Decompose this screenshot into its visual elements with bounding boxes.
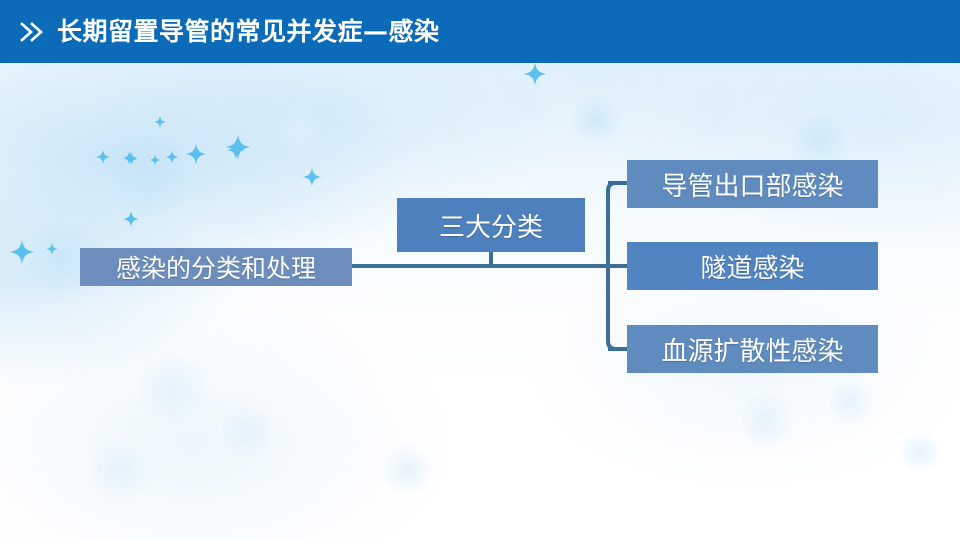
diagram-node-leaf-tunnel-infection[interactable]: 隧道感染 [627,242,878,290]
diagram-node-root[interactable]: 感染的分类和处理 [80,248,352,286]
page-title: 长期留置导管的常见并发症—感染 [57,17,440,46]
diagram-node-leaf-exit-site-infection[interactable]: 导管出口部感染 [627,160,878,208]
slide-header: 长期留置导管的常见并发症—感染 [0,0,960,63]
diagram-node-leaf-bloodstream-infection[interactable]: 血源扩散性感染 [627,325,878,373]
diagram-node-category[interactable]: 三大分类 [397,198,585,252]
double-chevron-right-icon [20,21,43,42]
